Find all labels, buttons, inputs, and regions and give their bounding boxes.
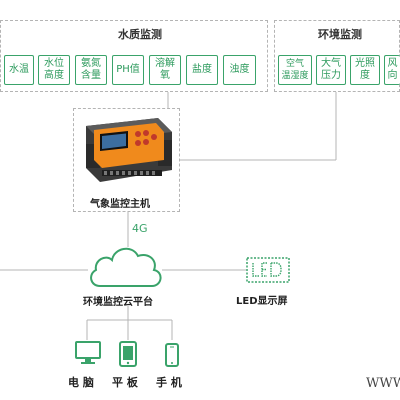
sensor-air-pressure: 大气 压力 (316, 55, 346, 85)
sensor-air-temp-humidity: 空气 温湿度 (278, 55, 312, 85)
led-screen-icon (246, 257, 290, 283)
device-label-computer: 电 脑 (68, 376, 94, 389)
link-4g-label: 4G (132, 222, 148, 235)
tablet-icon (119, 341, 137, 367)
sensor-dissolved-oxygen: 溶解 氧 (149, 55, 181, 85)
weather-host-device-icon (86, 118, 172, 182)
sensor-ammonia-nitrogen: 氨氮 含量 (75, 55, 107, 85)
sensor-turbidity: 浊度 (223, 55, 256, 85)
sensor-water-level: 水位 高度 (38, 55, 70, 85)
watermark-text: WWW (366, 376, 400, 391)
device-label-tablet: 平 板 (112, 376, 138, 389)
water-quality-title: 水质监测 (118, 28, 162, 41)
led-label: LED显示屏 (236, 296, 288, 307)
sensor-illuminance: 光照 度 (350, 55, 380, 85)
cloud-icon (90, 247, 162, 287)
sensor-water-temperature: 水温 (4, 55, 34, 85)
sensor-salinity: 盐度 (186, 55, 218, 85)
environment-title: 环境监测 (318, 28, 362, 41)
cloud-label: 环境监控云平台 (83, 297, 153, 308)
host-label: 气象监控主机 (90, 199, 150, 210)
sensor-ph: PH值 (112, 55, 144, 85)
phone-icon (165, 343, 179, 367)
device-label-phone: 手 机 (156, 376, 182, 389)
computer-icon (75, 341, 101, 364)
sensor-wind-direction: 风向 (384, 55, 400, 85)
